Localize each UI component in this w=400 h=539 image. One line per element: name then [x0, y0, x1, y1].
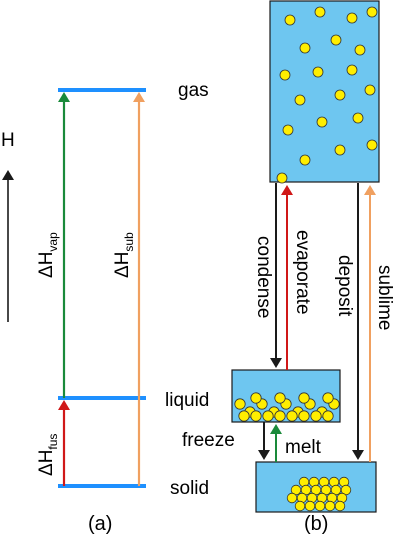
liquid-particle	[286, 410, 298, 422]
solid-level-label: solid	[170, 478, 209, 499]
solid-particle	[314, 500, 326, 512]
solid-particle	[334, 500, 346, 512]
liquid-particles	[234, 392, 340, 422]
liquid-particle	[322, 410, 334, 422]
delta-h-sub-subscript: sub	[122, 232, 136, 252]
gas-particles	[276, 6, 378, 184]
gas-particle	[352, 112, 364, 124]
delta-h-fus-subscript: fus	[46, 434, 60, 450]
gas-particle	[330, 34, 342, 46]
delta-h-vap-symbol: ΔH	[36, 252, 57, 278]
delta-h-vap-subscript: vap	[46, 232, 60, 252]
gas-particle	[334, 89, 346, 101]
delta-h-sub-label: ΔHsub	[112, 232, 136, 278]
gas-particle	[299, 42, 311, 54]
gas-particle	[284, 14, 296, 26]
delta-h-fus-label: ΔHfus	[36, 434, 60, 476]
panel-b: condense evaporate deposit sublime freez…	[182, 0, 395, 535]
evaporate-label: evaporate	[292, 230, 313, 315]
delta-h-vap-label: ΔHvap	[36, 232, 60, 278]
sublime-label: sublime	[374, 265, 395, 330]
gas-particle	[354, 44, 366, 56]
gas-level-label: gas	[178, 80, 209, 101]
gas-particle	[279, 69, 291, 81]
deposit-label: deposit	[334, 255, 355, 317]
liquid-particle	[274, 410, 286, 422]
gas-particle	[366, 6, 378, 18]
panel-a: H gas liquid solid ΔHvap ΔHsub ΔHfus (a)	[1, 80, 209, 535]
gas-particle	[276, 172, 288, 184]
gas-particle	[314, 6, 326, 18]
liquid-particle	[234, 398, 246, 410]
gas-particle	[282, 124, 294, 136]
liquid-particle	[298, 410, 310, 422]
liquid-level-label: liquid	[165, 390, 209, 411]
freeze-label: freeze	[182, 430, 235, 451]
liquid-particle	[238, 410, 250, 422]
solid-particle	[304, 500, 316, 512]
melt-label: melt	[285, 437, 322, 458]
gas-box	[269, 0, 380, 183]
gas-particle	[366, 139, 378, 151]
gas-particle	[312, 66, 324, 78]
liquid-particle	[274, 392, 286, 404]
solid-particle	[286, 492, 298, 504]
gas-particle	[334, 144, 346, 156]
liquid-particle	[322, 392, 334, 404]
enthalpy-axis-label: H	[1, 130, 15, 151]
gas-particle	[316, 116, 328, 128]
gas-particle	[346, 12, 358, 24]
panel-b-caption: (b)	[304, 513, 328, 535]
liquid-particle	[250, 410, 262, 422]
gas-particle	[294, 94, 306, 106]
delta-h-fus-symbol: ΔH	[36, 450, 57, 476]
solid-particle	[324, 500, 336, 512]
panel-a-caption: (a)	[88, 513, 112, 535]
liquid-particle	[310, 410, 322, 422]
gas-particle	[346, 64, 358, 76]
gas-particle	[299, 154, 311, 166]
condense-label: condense	[253, 236, 274, 318]
delta-h-sub-symbol: ΔH	[112, 252, 133, 278]
liquid-particle	[250, 392, 262, 404]
liquid-particle	[298, 392, 310, 404]
gas-particle	[364, 84, 376, 96]
solid-particles	[286, 476, 352, 512]
liquid-particle	[262, 410, 274, 422]
solid-particle	[294, 500, 306, 512]
